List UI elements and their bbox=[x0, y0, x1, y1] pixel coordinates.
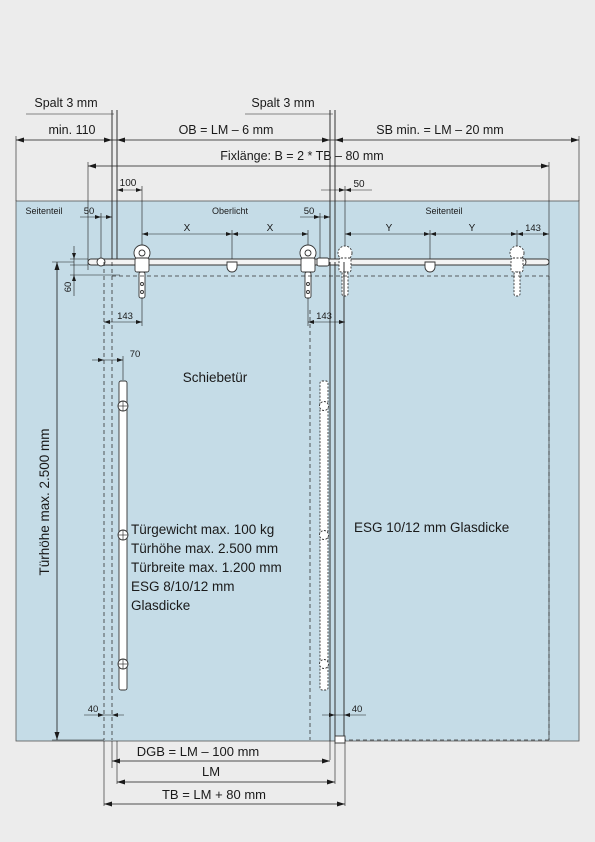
dim-100: 100 bbox=[120, 178, 137, 189]
roller-right bbox=[509, 245, 525, 297]
ob-label: OB = LM – 6 mm bbox=[179, 123, 274, 137]
dim-70: 70 bbox=[130, 349, 141, 360]
spacing-y1: Y bbox=[386, 223, 393, 234]
min-110-label: min. 110 bbox=[48, 123, 95, 137]
spec-line-5: Glasdicke bbox=[131, 598, 190, 613]
spacing-y2: Y bbox=[469, 223, 476, 234]
dim-143-left: 143 bbox=[117, 311, 133, 322]
spacing-x2: X bbox=[267, 223, 274, 234]
glass-panel bbox=[15, 200, 580, 742]
dim-50-mid: 50 bbox=[304, 206, 315, 217]
dgb-label: DGB = LM – 100 mm bbox=[137, 744, 259, 759]
schiebetuer-label: Schiebetür bbox=[183, 370, 248, 385]
roller-left bbox=[133, 244, 151, 299]
spec-line-3: Türbreite max. 1.200 mm bbox=[131, 560, 282, 575]
door-handle bbox=[117, 380, 129, 691]
clamp-x bbox=[226, 261, 238, 273]
oberlicht-label: Oberlicht bbox=[212, 206, 249, 216]
roller-middle bbox=[299, 244, 330, 299]
floor-guide bbox=[334, 735, 346, 744]
spacing-x1: X bbox=[184, 223, 191, 234]
end-stop-left bbox=[96, 257, 106, 267]
dim-60: 60 bbox=[63, 282, 74, 293]
door-handle-open-position bbox=[319, 380, 329, 691]
tb-label: TB = LM + 80 mm bbox=[162, 787, 266, 802]
gap-left-label: Spalt 3 mm bbox=[34, 96, 97, 110]
clamp-y bbox=[424, 261, 436, 273]
dim-143-right: 143 bbox=[525, 223, 541, 234]
roller-open-position bbox=[337, 245, 353, 297]
spec-line-4: ESG 8/10/12 mm bbox=[131, 579, 235, 594]
dim-50-left: 50 bbox=[84, 206, 95, 217]
lm-label: LM bbox=[202, 764, 220, 779]
dim-40-left: 40 bbox=[88, 704, 99, 715]
dim-143-mid: 143 bbox=[316, 311, 332, 322]
dim-50-top: 50 bbox=[353, 179, 365, 190]
seitenteil-left-label: Seitenteil bbox=[25, 206, 62, 216]
glass-right-label: ESG 10/12 mm Glasdicke bbox=[354, 520, 509, 535]
seitenteil-right-label: Seitenteil bbox=[425, 206, 462, 216]
gap-right-label: Spalt 3 mm bbox=[251, 96, 314, 110]
fixlaenge-label: Fixlänge: B = 2 * TB – 80 mm bbox=[220, 149, 383, 163]
spec-line-1: Türgewicht max. 100 kg bbox=[131, 522, 274, 537]
dim-40-right: 40 bbox=[352, 704, 363, 715]
sb-label: SB min. = LM – 20 mm bbox=[376, 123, 503, 137]
spec-line-2: Türhöhe max. 2.500 mm bbox=[131, 541, 278, 556]
door-height-label: Türhöhe max. 2.500 mm bbox=[37, 428, 52, 575]
